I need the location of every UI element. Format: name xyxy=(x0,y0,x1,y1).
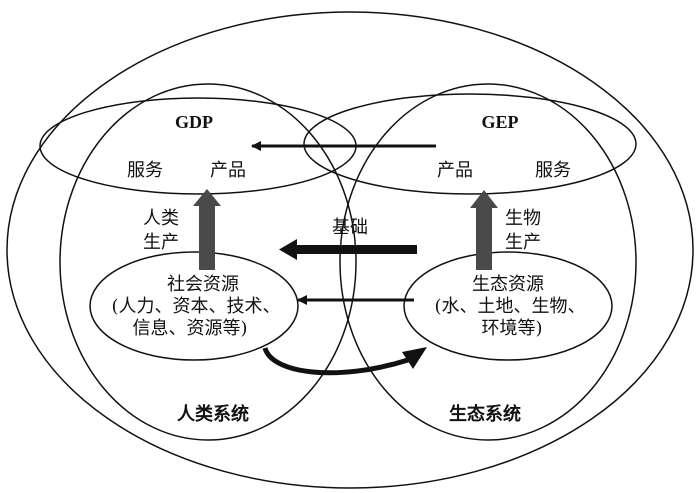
gdp-products-label: 产品 xyxy=(210,160,246,181)
human-production-arrow xyxy=(193,189,221,270)
eco-resources-ellipse xyxy=(403,251,613,361)
curved-arrow xyxy=(262,347,427,376)
foundation-arrow xyxy=(279,239,417,260)
eco-resources-line2: 环境等) xyxy=(481,318,542,339)
bio-production-label-1: 生物 xyxy=(505,208,541,229)
gep-title: GEP xyxy=(481,112,518,132)
human-system-circle xyxy=(59,83,357,441)
human-production-label-2: 生产 xyxy=(143,232,179,253)
gep-ellipse xyxy=(303,93,637,195)
social-resources-ellipse xyxy=(89,251,299,361)
eco-resources-title: 生态资源 xyxy=(472,274,544,295)
eco-resources-line1: (水、土地、生物、 xyxy=(434,296,585,317)
gdp-services-label: 服务 xyxy=(127,160,163,181)
bio-production-label-2: 生产 xyxy=(505,232,541,253)
gep-products-label: 产品 xyxy=(437,160,473,181)
social-resources-title: 社会资源 xyxy=(167,274,239,295)
eco-system-circle xyxy=(339,83,637,441)
outer-ellipse xyxy=(6,11,694,489)
human-production-label-1: 人类 xyxy=(143,208,179,229)
foundation-label: 基础 xyxy=(332,217,368,238)
social-resources-line1: (人力、资本、技术、 xyxy=(111,296,280,317)
gdp-title: GDP xyxy=(175,112,213,132)
bio-production-arrow xyxy=(470,190,498,270)
eco-system-label: 生态系统 xyxy=(449,403,521,425)
gep-services-label: 服务 xyxy=(535,160,571,181)
human-system-label: 人类系统 xyxy=(177,403,249,425)
social-resources-line2: 信息、资源等) xyxy=(132,318,247,339)
